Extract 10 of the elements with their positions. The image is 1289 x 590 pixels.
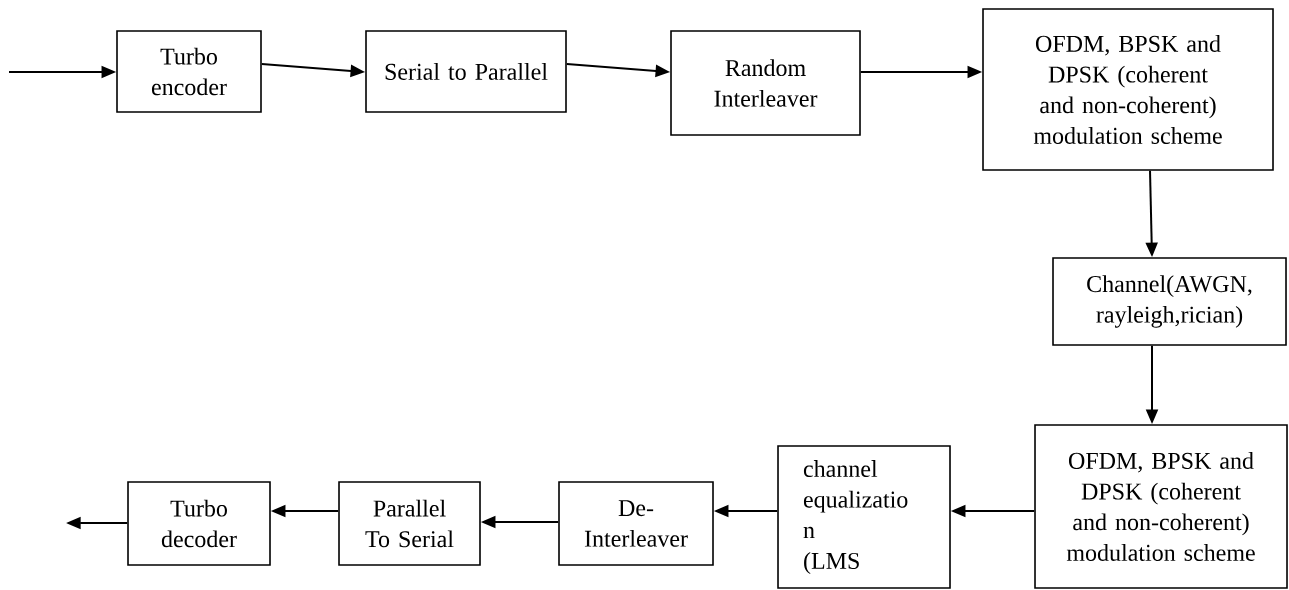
process-box: Serial to Parallel: [365, 30, 567, 113]
process-box: OFDM, BPSK and DPSK (coherent and non-coherent) modulation scheme: [982, 8, 1274, 171]
process-box: De- Interleaver: [558, 481, 714, 566]
process-box: channel equalizatio n (LMS: [777, 445, 951, 589]
process-box: Parallel To Serial: [338, 481, 481, 566]
process-box: Channel(AWGN, rayleigh,rician): [1052, 257, 1287, 346]
process-box: Turbo encoder: [116, 30, 262, 113]
process-box: Turbo decoder: [127, 481, 271, 566]
process-box: OFDM, BPSK and DPSK (coherent and non-coherent) modulation scheme: [1034, 424, 1288, 589]
process-box: Random Interleaver: [670, 30, 861, 136]
